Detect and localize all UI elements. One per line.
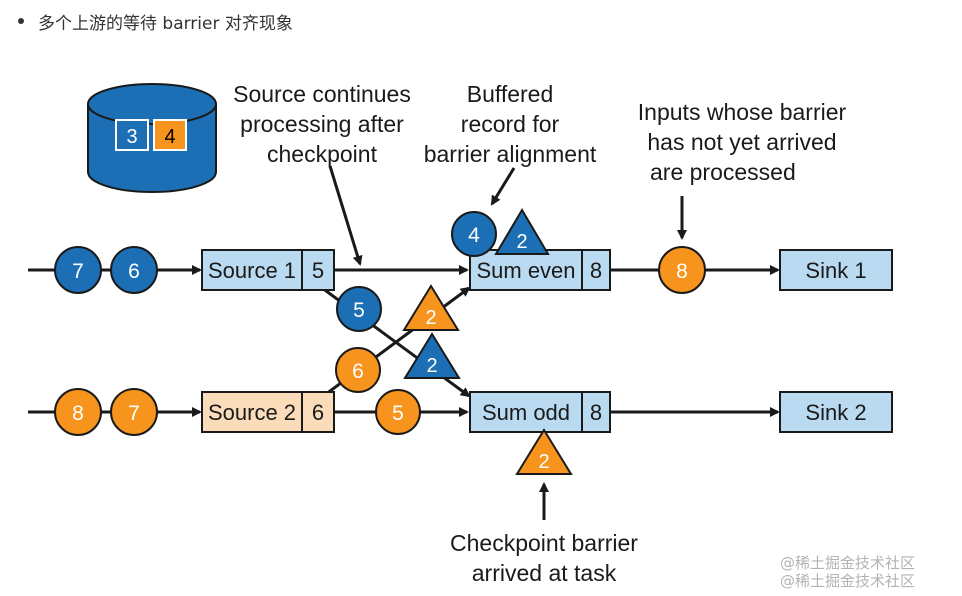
task-source2-value: 6 <box>312 400 324 425</box>
svg-text:7: 7 <box>128 402 140 425</box>
barrier-blue-sum-even: 2 <box>494 208 550 255</box>
record-buffered-4: 4 <box>451 211 497 257</box>
svg-text:2: 2 <box>425 307 436 329</box>
svg-text:8: 8 <box>72 402 84 425</box>
task-sink1-label: Sink 1 <box>805 258 866 283</box>
task-sum-even-value: 8 <box>590 258 602 283</box>
annotation-buffered-2: record for <box>461 111 560 137</box>
bullet-dot <box>18 18 24 24</box>
svg-text:2: 2 <box>426 355 437 377</box>
svg-text:6: 6 <box>352 360 364 383</box>
record-out-8: 8 <box>658 246 706 294</box>
task-sum-even: Sum even 8 <box>469 249 611 291</box>
annotation-checkpoint-2: arrived at task <box>472 560 617 586</box>
task-source1-value: 5 <box>312 258 324 283</box>
svg-text:5: 5 <box>353 299 365 322</box>
db-value-3: 3 <box>126 126 137 148</box>
annotation-buffered-1: Buffered <box>467 81 554 107</box>
record-blue-5: 5 <box>336 286 382 332</box>
record-in2-8: 8 <box>54 388 102 436</box>
task-sum-odd: Sum odd 8 <box>469 391 611 433</box>
task-source1: Source 1 5 <box>201 249 335 291</box>
db-value-4: 4 <box>164 126 175 148</box>
svg-text:2: 2 <box>516 231 527 253</box>
annotation-inputs-3: are processed <box>650 159 796 185</box>
annotation-source-continues-3: checkpoint <box>267 141 378 167</box>
heading-text: 多个上游的等待 barrier 对齐现象 <box>38 13 293 34</box>
task-sink2: Sink 2 <box>779 391 893 433</box>
task-sink1: Sink 1 <box>779 249 893 291</box>
task-sink2-label: Sink 2 <box>805 400 866 425</box>
db-cell-3 <box>115 119 149 151</box>
task-sum-odd-label: Sum odd <box>482 400 570 425</box>
annotation-inputs-1: Inputs whose barrier <box>638 99 847 125</box>
record-in1-6: 6 <box>110 246 158 294</box>
annotation-source-continues-1: Source continues <box>233 81 411 107</box>
record-in1-7: 7 <box>54 246 102 294</box>
watermark-line-1: @稀土掘金技术社区 <box>780 554 916 572</box>
barrier-orange-sum-odd: 2 <box>515 428 573 475</box>
task-source2-label: Source 2 <box>208 400 296 425</box>
svg-text:6: 6 <box>128 260 140 283</box>
record-in2-7: 7 <box>110 388 158 436</box>
task-sum-even-label: Sum even <box>476 258 575 283</box>
annotation-buffered-3: barrier alignment <box>424 141 597 167</box>
bullet-line: 多个上游的等待 barrier 对齐现象 <box>14 8 293 34</box>
svg-text:7: 7 <box>72 260 84 283</box>
svg-text:4: 4 <box>468 224 480 247</box>
svg-text:8: 8 <box>676 260 688 283</box>
svg-text:5: 5 <box>392 402 404 425</box>
barrier-alignment-diagram: 3 4 Source continues processing after ch… <box>22 64 944 592</box>
record-orange-5: 5 <box>375 389 421 435</box>
annotation-arrow-source <box>328 165 363 266</box>
annotation-arrow-buffered <box>490 167 516 206</box>
task-source2: Source 2 6 <box>201 391 335 433</box>
record-orange-6: 6 <box>335 347 381 393</box>
diagram-svg: 3 4 Source continues processing after ch… <box>28 81 893 586</box>
db-cell-4 <box>153 119 187 151</box>
database-icon: 3 4 <box>87 83 217 193</box>
svg-text:2: 2 <box>538 451 549 473</box>
annotation-inputs-2: has not yet arrived <box>647 129 836 155</box>
barrier-blue-cross: 2 <box>403 332 461 379</box>
task-sum-odd-value: 8 <box>590 400 602 425</box>
annotation-checkpoint-1: Checkpoint barrier <box>450 530 638 556</box>
task-source1-label: Source 1 <box>208 258 296 283</box>
annotation-source-continues-2: processing after <box>240 111 404 137</box>
barrier-orange-cross: 2 <box>402 284 460 331</box>
watermark-line-2: @稀土掘金技术社区 <box>780 572 916 590</box>
